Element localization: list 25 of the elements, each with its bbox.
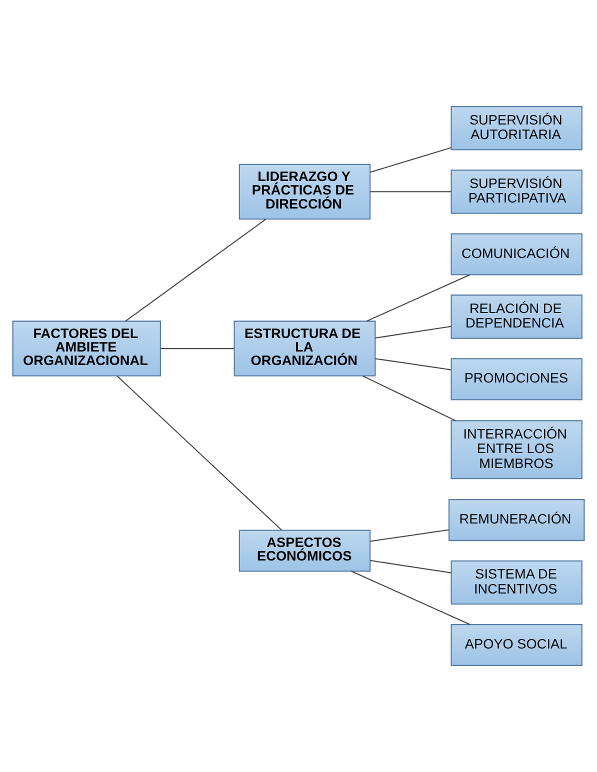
- node-box: REMUNERACIÓN: [448, 499, 585, 542]
- connector: [351, 570, 470, 625]
- node-box: COMUNICACIÓN: [450, 233, 582, 276]
- connector: [370, 560, 452, 574]
- connector: [362, 375, 456, 422]
- connector: [366, 274, 470, 322]
- node-box: PROMOCIONES: [450, 358, 582, 400]
- connector: [375, 358, 452, 370]
- node-box: ASPECTOS ECONÓMICOS: [238, 530, 371, 572]
- connector: [370, 147, 452, 173]
- connector: [160, 348, 234, 350]
- node-box: APOYO SOCIAL: [450, 624, 582, 666]
- node-box: LIDERAZGO Y PRÁCTICAS DE DIRECCIÓN: [238, 164, 371, 220]
- node-box: FACTORES DEL AMBIETE ORGANIZACIONAL: [12, 320, 162, 376]
- connector: [125, 218, 266, 322]
- node-box: SUPERVISIÓN PARTICIPATIVA: [450, 170, 582, 214]
- node-box: RELACIÓN DE DEPENDENCIA: [450, 294, 582, 339]
- node-box: INTERRACCIÓN ENTRE LOS MIEMBROS: [450, 420, 582, 480]
- connector: [370, 191, 452, 192]
- connector: [116, 375, 282, 530]
- node-box: SUPERVISIÓN AUTORITARIA: [450, 106, 582, 150]
- connector: [370, 529, 449, 542]
- node-box: ESTRUCTURA DE LA ORGANIZACIÓN: [234, 320, 376, 376]
- connector: [375, 326, 452, 339]
- node-box: SISTEMA DE INCENTIVOS: [450, 560, 582, 605]
